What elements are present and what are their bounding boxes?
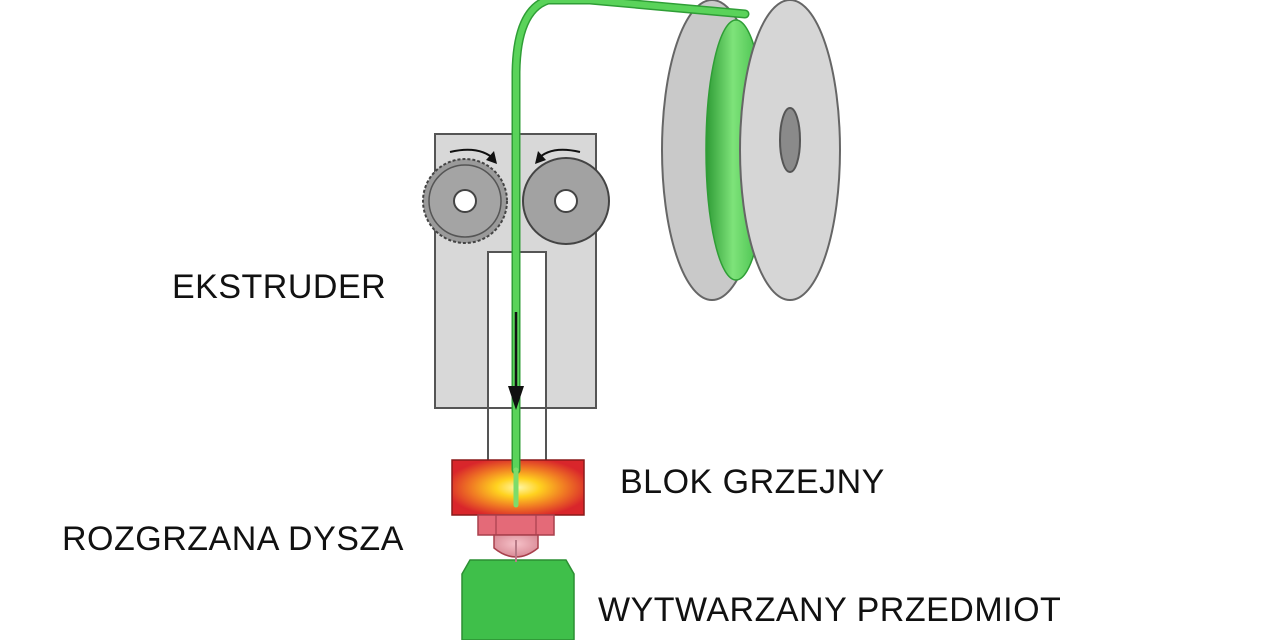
printed-object-body [461, 559, 575, 640]
label-heater-block: BLOK GRZEJNY [620, 463, 885, 501]
feed-direction-arrow-icon [508, 312, 524, 410]
nozzle-hex-top [477, 514, 555, 536]
filament-strand [511, 0, 750, 562]
drive-gear-left [422, 158, 508, 244]
spool-hub-hole [779, 107, 801, 173]
drive-gear-right [522, 157, 610, 245]
gear-rotation-arrowhead-right [535, 151, 546, 164]
filament-spool-icon [661, 0, 841, 301]
label-hot-nozzle: ROZGRZANA DYSZA [62, 520, 404, 558]
label-extruder: EKSTRUDER [172, 268, 387, 306]
hot-nozzle [477, 514, 555, 558]
gear-rotation-arrowhead-left [486, 151, 497, 164]
drive-gear-icon [422, 148, 610, 245]
printed-object [461, 559, 575, 640]
label-printed-object: WYTWARZANY PRZEDMIOT [598, 591, 1062, 629]
filament-path-highlight [513, 0, 748, 473]
